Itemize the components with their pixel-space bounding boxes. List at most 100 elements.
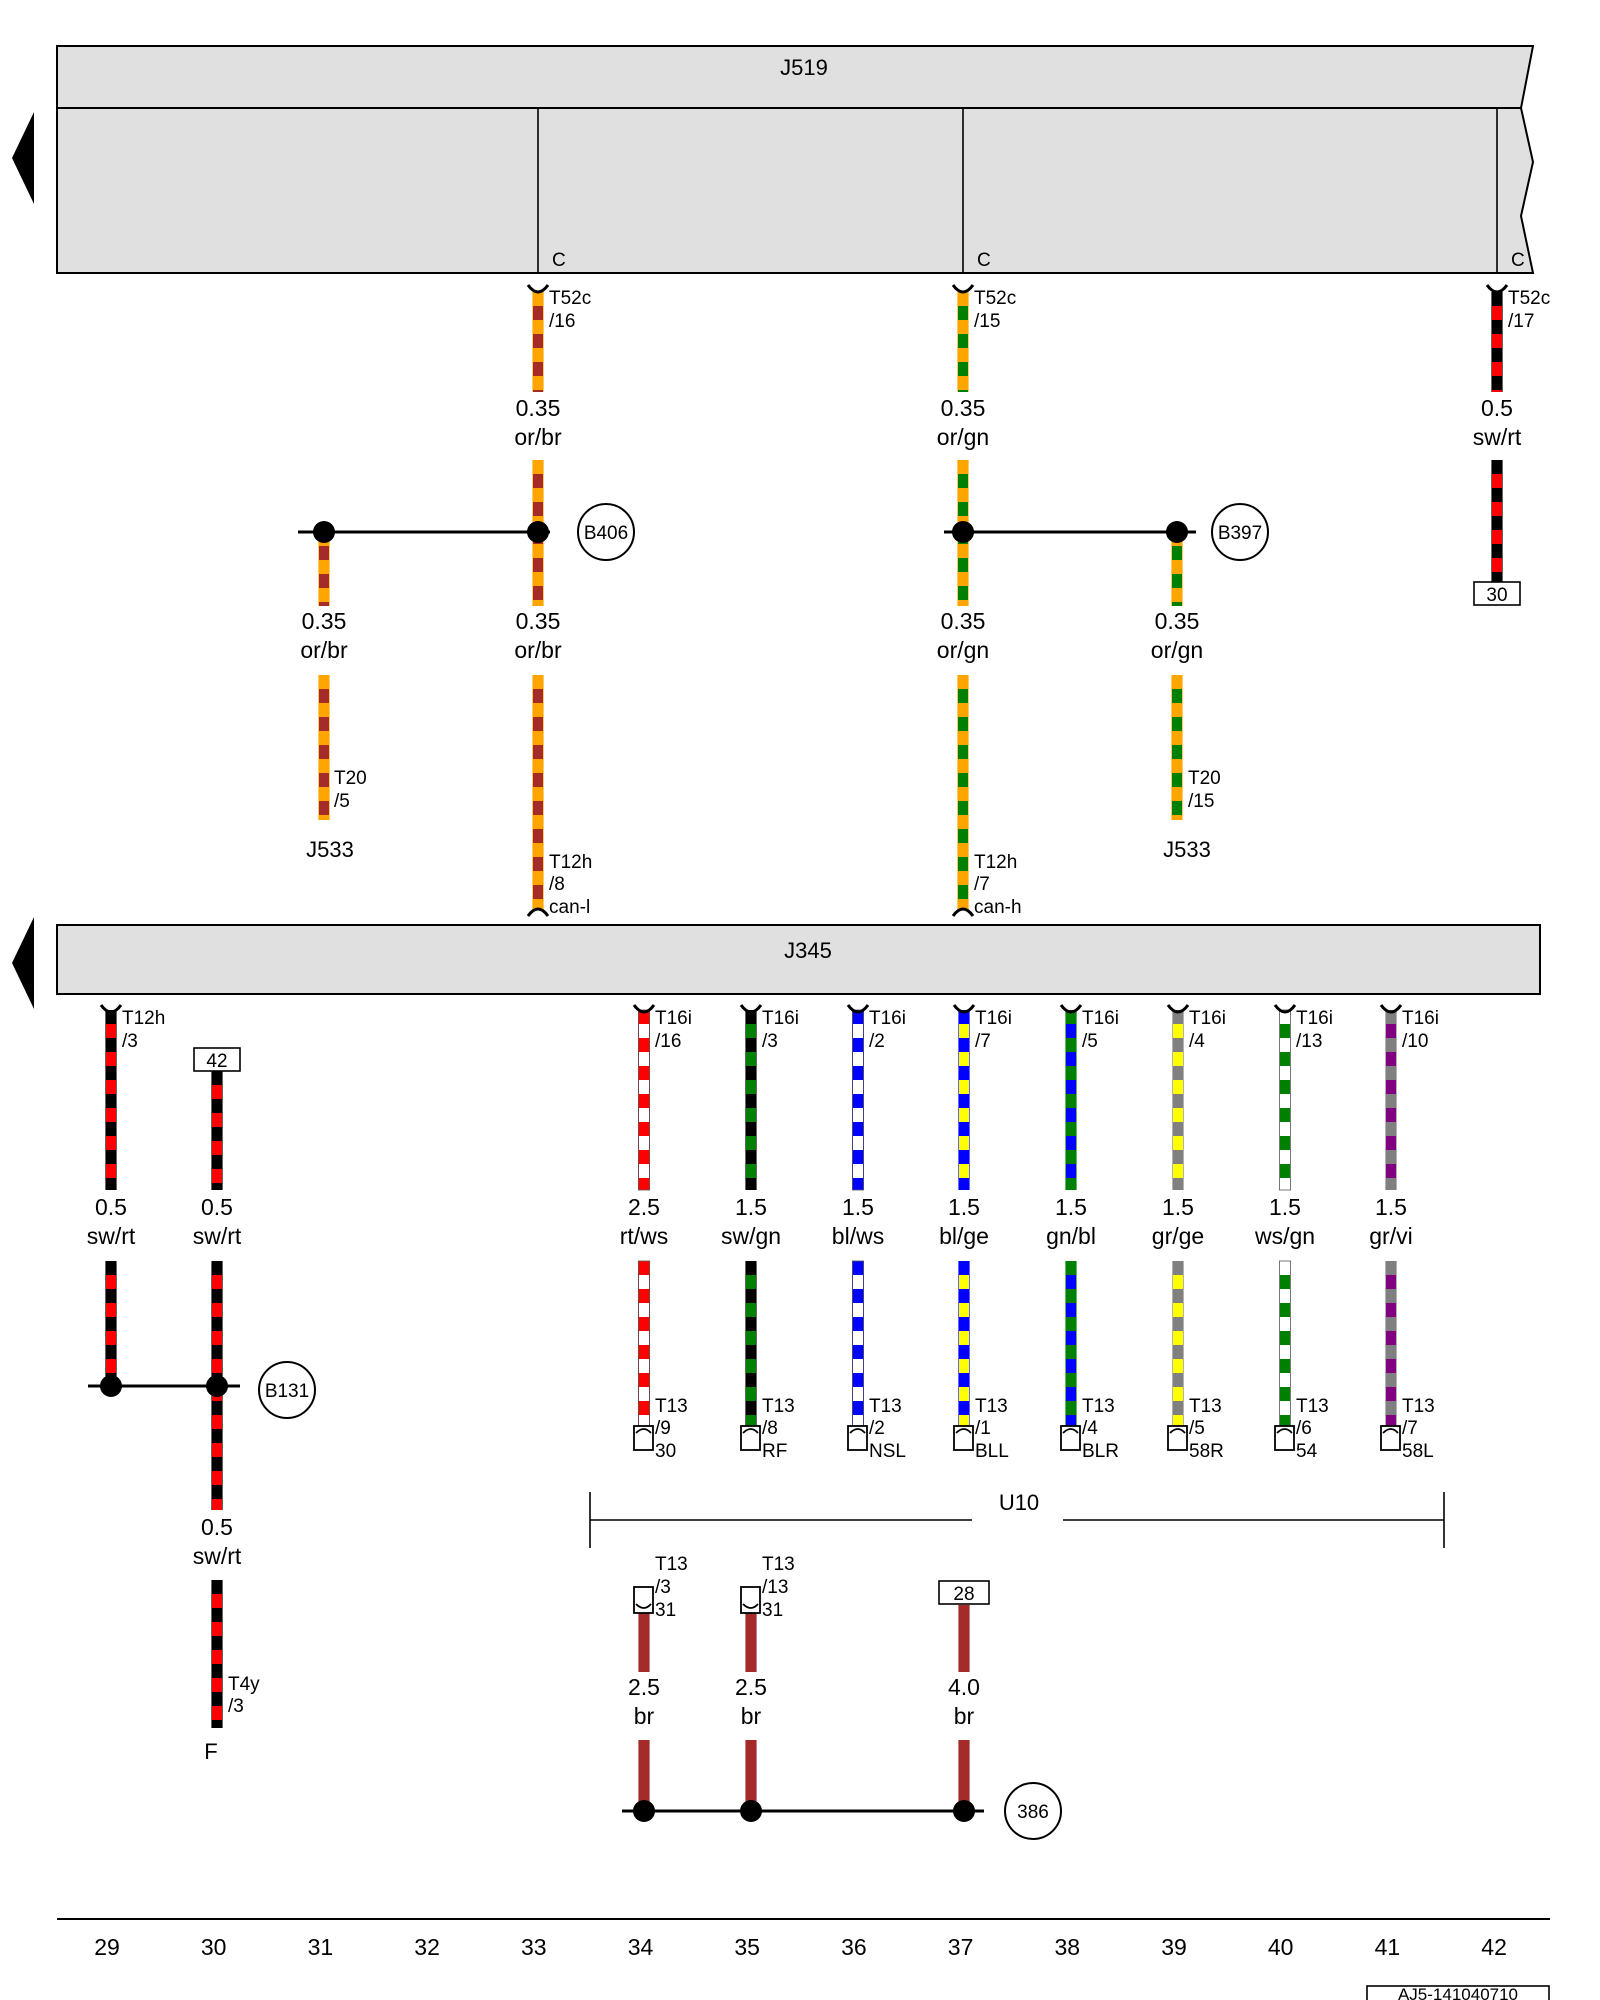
wire-stripe	[959, 1024, 969, 1038]
wire-segment[interactable]	[1171, 532, 1183, 606]
connector-label-t16i-4[interactable]: T16i/4	[1189, 1008, 1226, 1052]
wire-color: sw/gn	[721, 1223, 781, 1249]
wire-stripe	[853, 1052, 863, 1066]
wire-segment[interactable]	[532, 675, 544, 910]
connector-symbols	[99, 284, 1509, 1614]
wire-stripe	[1172, 801, 1182, 815]
wire-stripe	[533, 558, 543, 572]
connector-label-t16i-5[interactable]: T16i/5	[1082, 1008, 1119, 1052]
module-j533-label[interactable]: J533	[1163, 837, 1211, 862]
connector-label-t20-15[interactable]: T20/15	[1188, 768, 1221, 812]
continue-left-arrow-top[interactable]	[12, 112, 34, 204]
component-u10[interactable]: U10	[589, 1490, 1445, 1548]
wire-stripe	[746, 1303, 756, 1317]
wire-segment[interactable]	[745, 1010, 757, 1190]
connector-label-t4y-3[interactable]: T4y/3	[228, 1674, 260, 1717]
wire-segment[interactable]	[318, 532, 330, 606]
current-track-number: 42	[1481, 1934, 1507, 1960]
splice-b131[interactable]: B131	[258, 1361, 316, 1419]
connector-label-t16i-13[interactable]: T16i/13	[1296, 1008, 1333, 1052]
terminal-28[interactable]: 28	[938, 1580, 990, 1605]
plug-arc	[1166, 1004, 1190, 1014]
connector-label-t52c-15[interactable]: T52c/15	[974, 288, 1016, 332]
continue-left-arrow-bottom[interactable]	[12, 917, 34, 1009]
wire-segment[interactable]	[1172, 1010, 1184, 1190]
module-j519[interactable]: J519 C C C	[56, 45, 1535, 274]
splices: B406 B397 B131 386	[88, 503, 1269, 1840]
wire-stripe	[1173, 1275, 1183, 1289]
wire-segment[interactable]	[1279, 1009, 1292, 1191]
wire-stripe	[639, 1331, 649, 1345]
plug-arc	[951, 907, 975, 917]
junction-dot	[527, 521, 549, 543]
connector-label-t52c-17[interactable]: T52c/17	[1508, 288, 1550, 332]
wire-stripe	[1492, 502, 1502, 516]
wire-stripe	[212, 1331, 222, 1345]
wire-segment[interactable]	[745, 1613, 757, 1672]
wire-gauge: 2.5	[628, 1194, 660, 1220]
module-j533-label[interactable]: J533	[306, 837, 354, 862]
splice-label: B397	[1218, 523, 1262, 544]
component-f-label[interactable]: F	[204, 1739, 217, 1764]
wire-stripe	[1492, 474, 1502, 488]
connector-label-t16i-16[interactable]: T16i/16	[655, 1008, 692, 1052]
module-j345[interactable]: J345	[56, 924, 1541, 995]
terminal-42[interactable]: 42	[193, 1047, 241, 1072]
wire-segment[interactable]	[745, 1740, 757, 1811]
ground-point-386[interactable]: 386	[1004, 1782, 1062, 1840]
wire-gauge: 1.5	[1055, 1194, 1087, 1220]
connector-label-t16i-10[interactable]: T16i/10	[1402, 1008, 1439, 1052]
splice-b397[interactable]: B397	[1211, 503, 1269, 561]
wire-segment[interactable]	[958, 1605, 970, 1672]
wire-segment[interactable]	[958, 1740, 970, 1811]
wire-segment[interactable]	[638, 1613, 650, 1672]
wire-stripe	[212, 1471, 222, 1485]
wire-segment[interactable]	[1491, 460, 1503, 582]
wire-stripe	[958, 689, 968, 703]
plug-arc	[99, 1004, 123, 1014]
current-track-number: 32	[414, 1934, 440, 1960]
connector-label-t16i-3[interactable]: T16i/3	[762, 1008, 799, 1052]
terminal-30[interactable]: 30	[1473, 581, 1521, 606]
wire-segment[interactable]	[852, 1009, 865, 1191]
connector-label-t16i-7[interactable]: T16i/7	[975, 1008, 1012, 1052]
wire-segment[interactable]	[105, 1261, 117, 1386]
wire-segment[interactable]	[105, 1010, 117, 1190]
wire-segment[interactable]	[211, 1071, 223, 1190]
wire-stripe	[1280, 1052, 1290, 1066]
connector-label-t52c-16[interactable]: T52c/16	[549, 288, 591, 332]
wire-segment[interactable]	[638, 1009, 651, 1191]
wire-stripe	[106, 1164, 116, 1178]
connector-label-t20-5[interactable]: T20/5	[334, 768, 367, 812]
junction-dot	[313, 521, 335, 543]
wire-segment[interactable]	[638, 1740, 650, 1811]
splice-b406[interactable]: B406	[577, 503, 635, 561]
wire-segment[interactable]	[957, 675, 969, 910]
connector-label-t16i-2[interactable]: T16i/2	[869, 1008, 906, 1052]
current-track-number: 33	[521, 1934, 547, 1960]
module-j519-label: J519	[780, 55, 828, 80]
wire-stripe	[639, 1052, 649, 1066]
wire-stripe	[1066, 1303, 1076, 1317]
wire-stripe	[319, 574, 329, 588]
wire-segment[interactable]	[1385, 1010, 1397, 1190]
plug-arc	[952, 1004, 976, 1014]
wire-segment[interactable]	[958, 1010, 970, 1190]
wire-stripe	[639, 1080, 649, 1094]
wire-segment[interactable]	[1065, 1010, 1077, 1190]
wire-gauge: 0.35	[302, 608, 347, 634]
connector-label-t12h-3[interactable]: T12h/3	[122, 1008, 165, 1052]
wire-stripe	[853, 1359, 863, 1373]
